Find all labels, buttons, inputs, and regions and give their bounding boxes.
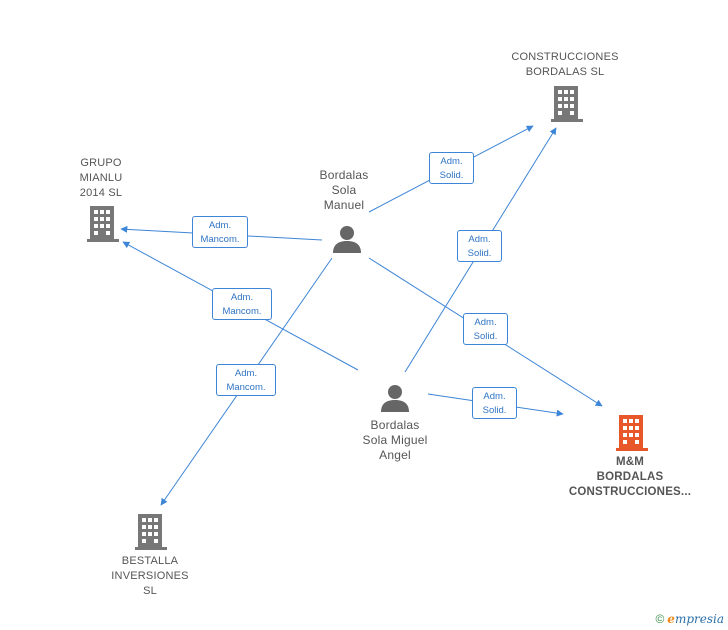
edge-label-line1: Adm.	[440, 156, 463, 167]
label-line: CONSTRUCCIONES	[511, 51, 619, 63]
company-label-bestalla[interactable]: BESTALLA INVERSIONES SL	[95, 554, 205, 599]
label-line: Angel	[379, 448, 411, 462]
edge-label-manuel-bestalla[interactable]: Adm. Mancom.	[216, 364, 276, 396]
label-line: SL	[143, 585, 157, 597]
edge-label-line1: Adm.	[208, 220, 232, 231]
label-line: Manuel	[323, 198, 365, 212]
edge-label-line1: Adm.	[234, 368, 258, 379]
building-icon[interactable]	[551, 86, 583, 122]
edge-label-manuel-construcciones[interactable]: Adm. Solid.	[429, 152, 474, 184]
building-icon[interactable]	[616, 415, 648, 451]
company-label-mm-bordalas[interactable]: M&M BORDALAS CONSTRUCCIONES...	[555, 455, 705, 500]
edge-label-line2: Solid.	[467, 248, 492, 259]
label-line: GRUPO	[80, 157, 122, 169]
building-icon[interactable]	[87, 206, 119, 242]
label-line: Bordalas	[370, 418, 420, 432]
label-line: INVERSIONES	[111, 570, 189, 582]
edge-label-line2: Mancom.	[226, 382, 266, 393]
person-icon[interactable]	[380, 383, 410, 413]
edge-label-line1: Adm.	[468, 234, 491, 245]
edge-label-line2: Mancom.	[222, 306, 262, 317]
company-label-grupo-mianlu[interactable]: GRUPO MIANLU 2014 SL	[56, 156, 146, 201]
edge-label-manuel-grupo[interactable]: Adm. Mancom.	[192, 216, 248, 248]
label-line: BORDALAS SL	[525, 66, 605, 78]
label-line: BESTALLA	[121, 555, 179, 567]
label-line: Bordalas	[319, 168, 369, 182]
brand-name: mpresia	[674, 612, 724, 626]
building-icon[interactable]	[135, 514, 167, 550]
person-label-bordalas-miguel[interactable]: Bordalas Sola Miguel Angel	[340, 418, 450, 463]
label-line: CONSTRUCCIONES...	[568, 486, 692, 498]
edge-label-line2: Solid.	[473, 331, 498, 342]
edge-label-line1: Adm.	[230, 292, 254, 303]
edge-label-miguel-grupo[interactable]: Adm. Mancom.	[212, 288, 272, 320]
footer-brand: © empresia	[655, 612, 724, 626]
person-icon[interactable]	[332, 224, 362, 254]
edge-label-miguel-construcciones[interactable]: Adm. Solid.	[457, 230, 502, 262]
edge-label-line2: Solid.	[439, 170, 464, 181]
label-line: Sola	[331, 183, 357, 197]
brand-logo[interactable]: empresia	[667, 612, 724, 626]
edge-label-line1: Adm.	[483, 391, 506, 402]
label-line: M&M	[615, 456, 645, 468]
label-line: Sola Miguel	[362, 433, 428, 447]
brand-initial: e	[667, 612, 675, 626]
edge-label-line2: Solid.	[482, 405, 507, 416]
edge-label-line1: Adm.	[474, 317, 497, 328]
label-line: 2014 SL	[79, 187, 123, 199]
edge-label-miguel-mm[interactable]: Adm. Solid.	[472, 387, 517, 419]
copyright-icon: ©	[655, 612, 665, 626]
company-label-construcciones-bordalas[interactable]: CONSTRUCCIONES BORDALAS SL	[490, 50, 640, 80]
person-label-bordalas-manuel[interactable]: Bordalas Sola Manuel	[299, 168, 389, 213]
label-line: MIANLU	[79, 172, 123, 184]
edge-label-line2: Mancom.	[200, 234, 240, 245]
edge-label-manuel-mm[interactable]: Adm. Solid.	[463, 313, 508, 345]
label-line: BORDALAS	[596, 471, 664, 483]
